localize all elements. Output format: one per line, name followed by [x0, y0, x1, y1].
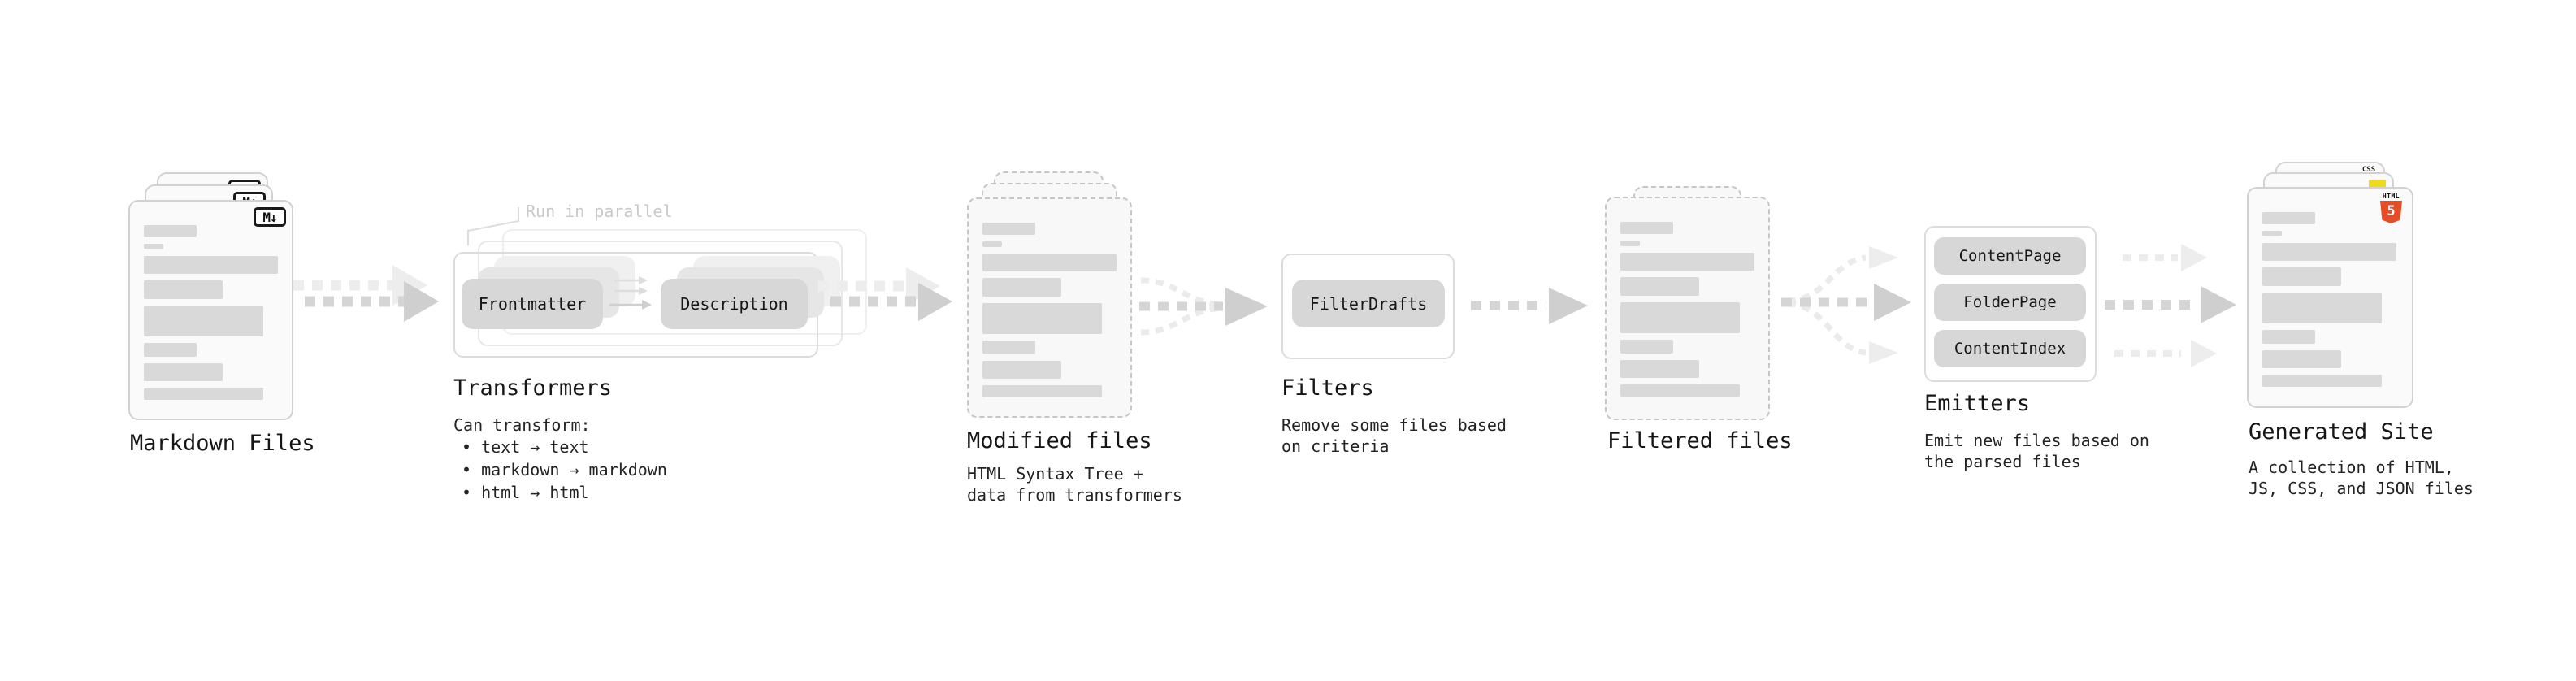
skeleton-bar — [2262, 350, 2341, 368]
skeleton-bar — [1620, 222, 1673, 234]
run-in-parallel-annotation: Run in parallel — [526, 202, 673, 221]
file-card-front: HTML 5 — [2247, 187, 2413, 408]
frontmatter-node: Frontmatter — [462, 279, 603, 329]
arrow-modified-to-filters — [1139, 277, 1268, 336]
skeleton-bar — [1620, 253, 1754, 271]
skeleton-bar — [982, 385, 1102, 397]
transform-bullet: • markdown → markdown — [462, 460, 667, 479]
document-skeleton — [144, 225, 278, 400]
emitters-box — [1924, 226, 2097, 382]
stage-label: Generated Site — [2249, 419, 2434, 445]
skeleton-bar — [2262, 243, 2396, 261]
arrow-filters-to-filtered — [1471, 288, 1588, 324]
document-skeleton — [982, 223, 1117, 397]
contentpage-node: ContentPage — [1934, 237, 2086, 275]
contentindex-node: ContentIndex — [1934, 330, 2086, 367]
stage-description: the parsed files — [1924, 452, 2081, 471]
skeleton-bar — [144, 343, 197, 357]
skeleton-bar — [982, 361, 1061, 379]
arrows-emitters-to-generated — [2105, 244, 2236, 367]
skeleton-bar — [144, 363, 223, 381]
skeleton-bar — [2262, 231, 2282, 236]
folderpage-node: FolderPage — [1934, 284, 2086, 321]
stage-description: Emit new files based on — [1924, 431, 2149, 450]
skeleton-bar — [982, 340, 1035, 354]
arrow-filtered-to-emitters — [1781, 246, 1911, 364]
stage-label: Filters — [1281, 375, 1374, 401]
skeleton-bar — [1620, 277, 1699, 296]
skeleton-bar — [2262, 293, 2382, 323]
stage-description: data from transformers — [967, 485, 1182, 505]
stage-description: on criteria — [1281, 436, 1390, 456]
transform-bullet: • html → html — [462, 483, 589, 502]
file-card-front: M↓ — [128, 200, 293, 420]
document-skeleton — [1620, 222, 1754, 397]
stage-label: Filtered files — [1607, 428, 1793, 453]
stage-description: JS, CSS, and JSON files — [2249, 479, 2474, 498]
stage-description: Can transform: — [453, 415, 591, 435]
skeleton-bar — [2262, 375, 2382, 387]
skeleton-bar — [144, 256, 278, 274]
skeleton-bar — [982, 278, 1061, 297]
arrow-markdown-to-transformers — [293, 265, 439, 322]
filters-box — [1281, 254, 1455, 359]
skeleton-bar — [144, 244, 163, 249]
stage-label: Modified files — [967, 428, 1152, 453]
html5-icon: HTML 5 — [2380, 193, 2402, 223]
skeleton-bar — [1620, 340, 1673, 354]
skeleton-bar — [1620, 384, 1740, 397]
transform-bullet: • text → text — [462, 437, 589, 457]
stage-label: Emitters — [1924, 391, 2031, 416]
skeleton-bar — [144, 280, 223, 299]
filterdrafts-node: FilterDrafts — [1292, 280, 1445, 327]
stage-description: A collection of HTML, — [2249, 458, 2454, 477]
skeleton-bar — [1620, 241, 1640, 246]
skeleton-bar — [144, 225, 197, 237]
skeleton-bar — [144, 306, 263, 336]
skeleton-bar — [982, 303, 1102, 334]
document-skeleton — [2262, 212, 2396, 387]
skeleton-bar — [982, 254, 1117, 271]
stage-description: HTML Syntax Tree + — [967, 464, 1143, 484]
stage-description: Remove some files based — [1281, 415, 1507, 435]
file-card-front — [1605, 197, 1770, 420]
skeleton-bar — [982, 223, 1035, 235]
skeleton-bar — [144, 388, 263, 400]
description-node: Description — [661, 279, 808, 329]
skeleton-bar — [2262, 330, 2315, 344]
stage-label: Markdown Files — [130, 431, 315, 456]
skeleton-bar — [2262, 267, 2341, 286]
stage-label: Transformers — [453, 375, 613, 401]
skeleton-bar — [982, 241, 1002, 247]
skeleton-bar — [1620, 302, 1740, 333]
skeleton-bar — [1620, 360, 1699, 378]
markdown-icon: M↓ — [254, 207, 286, 227]
skeleton-bar — [2262, 212, 2315, 224]
file-card-front — [967, 197, 1132, 418]
